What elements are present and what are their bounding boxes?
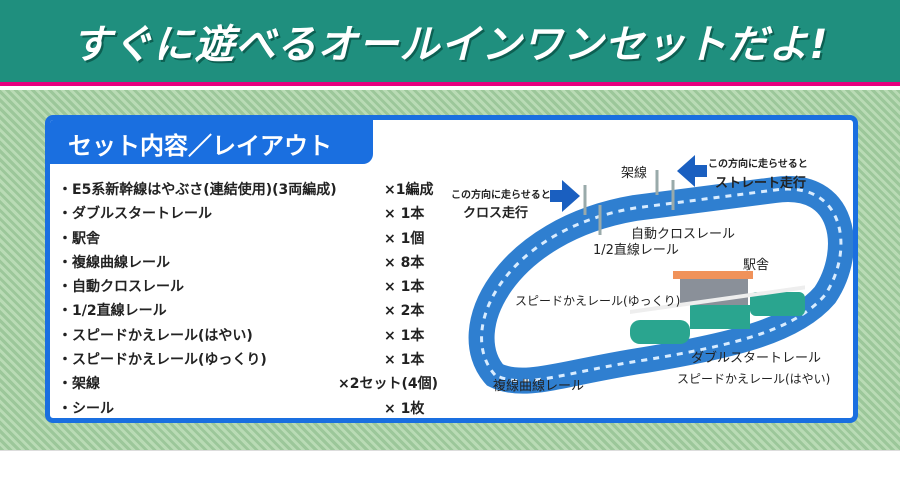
list-item: ・スピードかえレール(はやい) × 1本 bbox=[58, 324, 438, 348]
speed-slow-label: スピードかえレール(ゆっくり) bbox=[515, 294, 681, 308]
list-item: ・自動クロスレール × 1本 bbox=[58, 275, 438, 299]
item-qty: × 1本 bbox=[384, 206, 425, 223]
item-qty: × 1枚 bbox=[384, 400, 425, 417]
item-qty: ×1編成 bbox=[384, 182, 434, 198]
overhead-pole-icon bbox=[583, 170, 675, 235]
straight-note: この方向に走らせると bbox=[708, 159, 808, 170]
bottom-strip bbox=[0, 450, 900, 480]
half-straight-label: 1/2直線レール bbox=[593, 243, 679, 258]
item-qty: × 1本 bbox=[384, 279, 425, 296]
item-qty: × 1本 bbox=[384, 352, 425, 369]
item-name: ・駅舎 bbox=[58, 230, 100, 247]
header-banner: すぐに遊べるオールインワンセットだよ! bbox=[0, 0, 900, 86]
layout-diagram: この方向に走らせると クロス走行 この方向に走らせると ストレート走行 架線 自… bbox=[445, 120, 853, 418]
item-name: ・スピードかえレール(はやい) bbox=[58, 327, 253, 344]
item-qty: × 8本 bbox=[384, 254, 425, 271]
straight-label: ストレート走行 bbox=[715, 176, 807, 191]
double-start-label: ダブルスタートレール bbox=[691, 351, 822, 366]
item-qty: × 1個 bbox=[384, 230, 425, 247]
list-item: ・架線 ×2セット(4個) bbox=[58, 372, 438, 396]
auto-cross-label: 自動クロスレール bbox=[631, 227, 736, 242]
item-name: ・架線 bbox=[58, 376, 100, 393]
arrow-left-icon bbox=[677, 155, 707, 187]
item-name: ・スピードかえレール(ゆっくり) bbox=[58, 352, 267, 369]
station-label: 駅舎 bbox=[743, 258, 770, 273]
item-qty: × 1本 bbox=[384, 327, 425, 344]
page-title: すぐに遊べるオールインワンセットだよ! bbox=[71, 22, 829, 68]
track-illustration bbox=[468, 155, 853, 394]
item-name: ・シール bbox=[58, 400, 114, 417]
list-item: ・シール × 1枚 bbox=[58, 397, 438, 418]
station-roof bbox=[673, 271, 753, 279]
train-icon bbox=[630, 285, 805, 344]
track-ties bbox=[480, 187, 843, 383]
curve-label: 複線曲線レール bbox=[493, 379, 585, 394]
overhead-label: 架線 bbox=[621, 166, 648, 181]
list-item: ・複線曲線レール × 8本 bbox=[58, 251, 438, 275]
item-name: ・E5系新幹線はやぶさ(連結使用)(3両編成) bbox=[58, 182, 337, 198]
panel-title: セット内容／レイアウト bbox=[50, 120, 373, 164]
contents-list: ・E5系新幹線はやぶさ(連結使用)(3両編成) ×1編成 ・ダブルスタートレール ×… bbox=[58, 178, 438, 418]
speed-fast-label: スピードかえレール(はやい) bbox=[677, 372, 831, 386]
list-item: ・駅舎 × 1個 bbox=[58, 227, 438, 251]
item-name: ・1/2直線レール bbox=[58, 303, 167, 320]
list-item: ・ダブルスタートレール × 1本 bbox=[58, 202, 438, 226]
list-item: ・1/2直線レール × 2本 bbox=[58, 299, 438, 323]
list-item: ・スピードかえレール(ゆっくり) × 1本 bbox=[58, 348, 438, 372]
cross-label: クロス走行 bbox=[463, 206, 529, 221]
item-name: ・複線曲線レール bbox=[58, 254, 170, 271]
item-name: ・ダブルスタートレール bbox=[58, 206, 212, 223]
item-qty: ×2セット(4個) bbox=[337, 376, 438, 393]
cross-note: この方向に走らせると bbox=[451, 190, 551, 201]
set-contents-panel: セット内容／レイアウト ・E5系新幹線はやぶさ(連結使用)(3両編成) ×1編成 … bbox=[45, 115, 858, 423]
arrow-right-icon bbox=[550, 180, 580, 212]
list-item: ・E5系新幹線はやぶさ(連結使用)(3両編成) ×1編成 bbox=[58, 178, 438, 202]
item-name: ・自動クロスレール bbox=[58, 279, 184, 296]
item-qty: × 2本 bbox=[384, 303, 425, 320]
